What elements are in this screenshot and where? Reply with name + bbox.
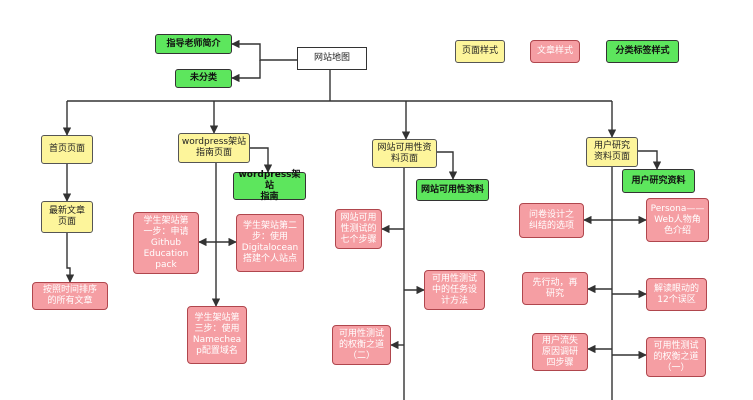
root-node[interactable]: 网站地图 [297,47,367,70]
root-label: 网站地图 [313,53,350,63]
connector-research-tag [638,150,662,170]
latest-articles-node[interactable]: 最新文章 页面 [41,201,93,233]
article-wordpress-step2[interactable]: 学生架站第二 步：使用 Digitalocean 搭建个人站点 [236,214,304,272]
article-research-act-first[interactable]: 先行动，再 研究 [522,272,588,305]
wordpress-page-node[interactable]: wordpress架站 指南页面 [178,133,250,163]
usability-page-node[interactable]: 网站可用性资 料页面 [372,139,437,168]
tag-usability[interactable]: 网站可用性资料 [416,179,489,201]
article-wordpress-step1[interactable]: 学生架站第 一步：申请 Github Education pack [133,212,199,274]
research-page-node[interactable]: 用户研究 资料页面 [586,137,638,167]
legend-page-style: 页面样式 [455,40,505,63]
article-usability-seven-steps[interactable]: 网站可用 性测试的 七个步骤 [335,209,382,249]
article-research-churn[interactable]: 用户流失 原因调研 四步骤 [532,333,588,371]
tag-research[interactable]: 用户研究资料 [622,169,695,193]
article-wordpress-step3[interactable]: 学生架站第 三步：使用 Namecheа p配置域名 [187,306,247,364]
connector-wordpress-tag [250,147,273,173]
article-research-eye-tracking[interactable]: 解读眼动的 12个误区 [646,278,707,311]
tag-uncategorized[interactable]: 未分类 [175,69,232,88]
legend-tag-style: 分类标签样式 [606,40,679,63]
article-by-time[interactable]: 按照时间排序 的所有文章 [32,282,108,310]
article-research-persona[interactable]: Persona—— Web人物角 色介绍 [646,198,709,242]
article-usability-task-design[interactable]: 可用性测试 中的任务设 计方法 [424,270,485,310]
connector-root-uncategorized [231,60,261,83]
connector-latest-bytime [65,233,75,283]
legend-article-style: 文章样式 [530,40,580,63]
article-research-tradeoff-1[interactable]: 可用性测试 的权衡之道 （一） [646,337,706,377]
article-usability-tradeoff-2[interactable]: 可用性测试 的权衡之道 （二） [332,325,391,365]
article-research-questionnaire[interactable]: 问卷设计之 纠结的选项 [519,203,584,238]
connector-root-advisor [231,39,297,61]
tag-wordpress[interactable]: wordpress架站 指南 [233,170,306,202]
home-page-node[interactable]: 首页页面 [41,135,93,164]
tag-advisor[interactable]: 指导老师简介 [155,34,232,54]
connector-usability-tag [437,151,458,180]
